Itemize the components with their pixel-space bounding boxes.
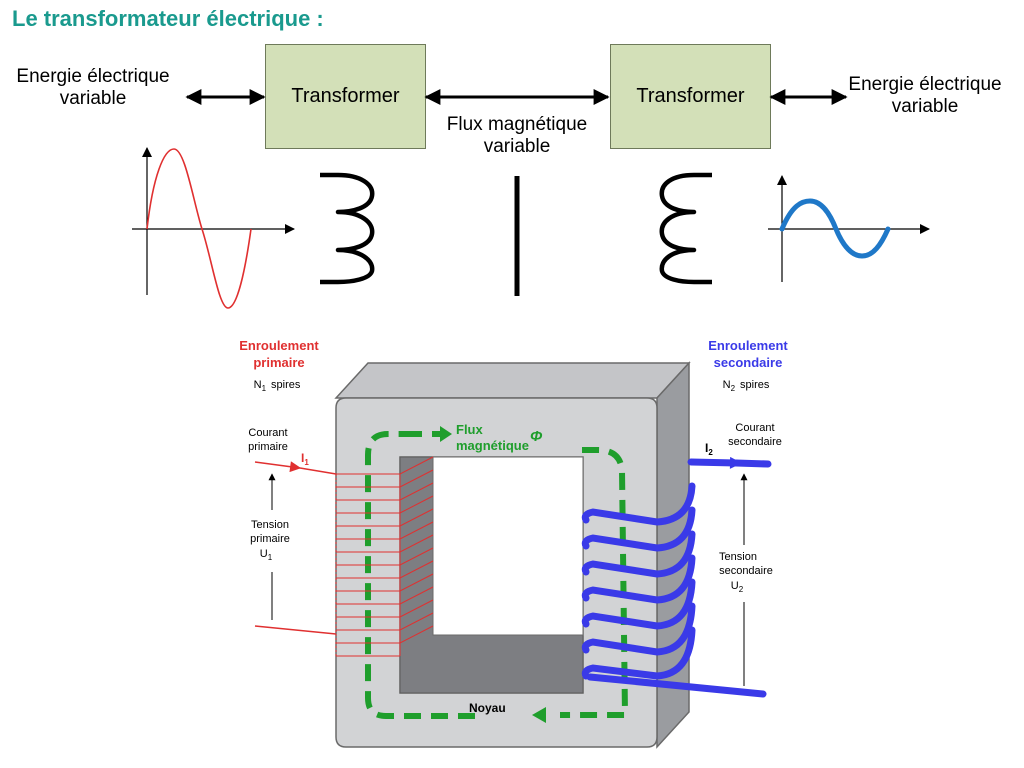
flux-variable-label: Flux magnétique variable (420, 114, 614, 158)
secondary-winding (581, 456, 772, 698)
sine-wave-icon (768, 175, 930, 282)
left-energy-label: Energie électrique variable (0, 66, 186, 110)
flux-symbol: Φ (530, 428, 543, 445)
sine-wave-icon (132, 147, 295, 309)
core-label: Noyau (469, 701, 506, 715)
coil-icon (320, 172, 375, 285)
primary-winding (254, 456, 434, 657)
secondary-current-symbol: I2 (705, 441, 713, 457)
magnetic-flux-path (365, 426, 629, 723)
flux-arrow-icon (532, 707, 546, 723)
transformer-box-left: Transformer (265, 44, 426, 149)
right-energy-line2: variable (891, 96, 959, 117)
primary-current-symbol: I1 (301, 451, 309, 467)
coil-icon (659, 172, 712, 285)
left-energy-line1: Energie électrique (16, 66, 170, 87)
transformer-box-right-label: Transformer (636, 85, 745, 107)
right-energy-line1: Energie électrique (848, 74, 1002, 95)
flux-variable-line1: Flux magnétique (446, 114, 588, 135)
transformer-core (334, 361, 691, 749)
left-energy-line2: variable (59, 88, 127, 109)
flux-variable-line2: variable (483, 136, 551, 157)
flux-arrow-icon (440, 426, 452, 442)
right-energy-label: Energie électrique variable (832, 74, 1018, 118)
page-title: Le transformateur électrique : (12, 6, 324, 31)
transformer-box-left-label: Transformer (291, 85, 400, 107)
